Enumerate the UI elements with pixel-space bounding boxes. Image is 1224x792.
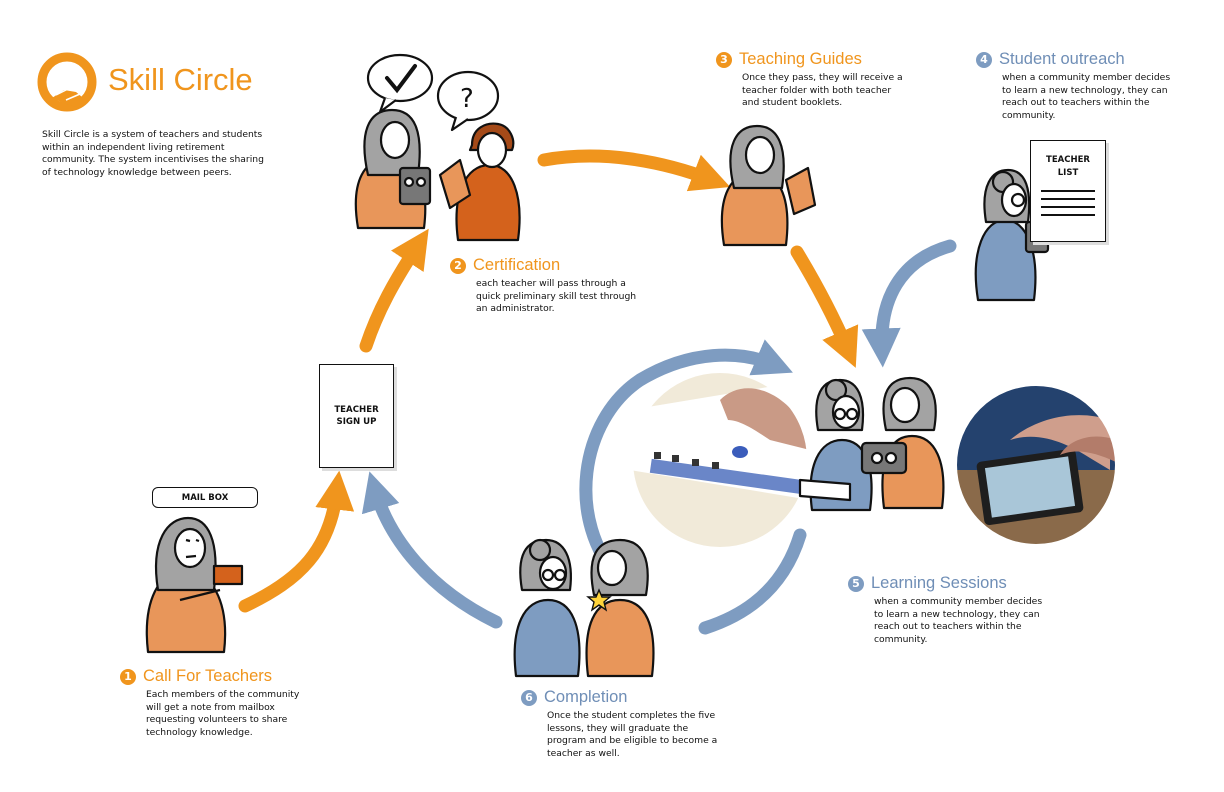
teacherlist-line-2: LIST (1057, 168, 1079, 178)
arrow-learning-loop (579, 355, 807, 635)
step-description: Once they pass, they will receive a teac… (742, 72, 903, 109)
arrow-signup-to-certification (359, 228, 429, 353)
checkmark-icon (385, 64, 417, 94)
step-description: each teacher will pass through a quick p… (476, 278, 637, 315)
step-certification: 2 Certification each teacher will pass t… (450, 256, 640, 316)
teacher-list-card: TEACHER LIST (1030, 140, 1106, 242)
step-description: when a community member decides to learn… (1002, 72, 1171, 121)
teaching-guides-figure (720, 124, 817, 247)
tablet-hands-photo (956, 385, 1116, 545)
learning-session-figures (798, 376, 945, 512)
handshake-logo-icon (37, 52, 97, 112)
step-description: Each members of the community will get a… (146, 689, 300, 738)
intro-description: Skill Circle is a system of teachers and… (42, 129, 264, 178)
step-title: Call For Teachers (143, 667, 272, 685)
teacher-signup-card: TEACHER SIGN UP (319, 364, 394, 468)
signup-line-1: TEACHER (334, 405, 379, 415)
step-learning-sessions: 5 Learning Sessions when a community mem… (848, 574, 1048, 646)
step-number-badge: 1 (120, 668, 136, 685)
arrow-mailbox-to-signup (238, 470, 355, 613)
step-call-for-teachers: 1 Call For Teachers Each members of the … (120, 667, 310, 739)
mailbox-label: MAIL BOX (152, 487, 258, 508)
certification-figures (354, 53, 521, 242)
step-student-outreach: 4 Student outreach when a community memb… (976, 50, 1176, 122)
step-number-badge: 2 (450, 257, 466, 274)
arrow-guides-to-sessions (790, 245, 859, 368)
step-number-badge: 3 (716, 51, 732, 68)
question-icon: ? (460, 84, 474, 114)
arrow-completion-to-signup (361, 471, 503, 629)
arrow-outreach-to-sessions (861, 239, 957, 368)
mailbox-person-figure (145, 516, 244, 654)
step-title: Student outreach (999, 50, 1125, 68)
step-description: when a community member decides to learn… (874, 596, 1043, 645)
arrow-certification-to-guides (537, 149, 731, 192)
step-title: Completion (544, 688, 628, 706)
list-lines (1041, 190, 1095, 216)
step-title: Teaching Guides (739, 50, 862, 68)
completion-figures (513, 538, 655, 678)
teacherlist-line-1: TEACHER (1046, 155, 1090, 165)
step-description: Once the student completes the five less… (547, 710, 718, 759)
star-icon (586, 588, 612, 612)
step-number-badge: 5 (848, 575, 864, 592)
step-teaching-guides: 3 Teaching Guides Once they pass, they w… (716, 50, 906, 110)
signup-line-2: SIGN UP (336, 417, 377, 427)
step-completion: 6 Completion Once the student completes … (521, 688, 721, 760)
step-title: Learning Sessions (871, 574, 1007, 592)
step-number-badge: 4 (976, 51, 992, 68)
step-number-badge: 6 (521, 689, 537, 706)
brand-title: Skill Circle (108, 62, 253, 97)
booklet-photo (632, 372, 808, 548)
step-title: Certification (473, 256, 561, 274)
